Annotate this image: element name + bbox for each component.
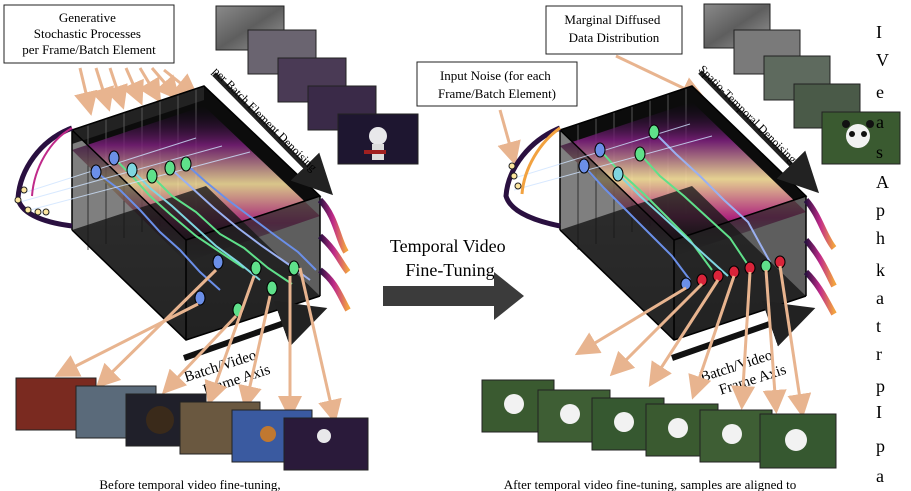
- middle-transition: Temporal Video Fine-Tuning: [383, 236, 524, 320]
- svg-text:a: a: [876, 466, 884, 486]
- right-sample-arrows: [574, 265, 812, 418]
- left-callout-label: Generative Stochastic Processes per Fram…: [22, 10, 156, 57]
- svg-text:h: h: [876, 228, 885, 248]
- left-image-stack: [215, 5, 419, 165]
- left-sample-arrows: [54, 267, 342, 424]
- left-sample-frames: [15, 377, 369, 471]
- left-callout: Generative Stochastic Processes per Fram…: [3, 4, 175, 64]
- right-noise-callout: Input Noise (for each Frame/Batch Elemen…: [416, 61, 578, 166]
- astronaut-helmet-icon: [369, 127, 387, 145]
- right-cube: Spatio-Temporal Denoising Batch/Video Fr…: [503, 62, 837, 399]
- right-output-distributions: [803, 198, 837, 316]
- svg-text:k: k: [876, 260, 885, 280]
- right-diagram: Marginal Diffused Data Distribution Inpu…: [416, 3, 901, 491]
- right-sample-frames: [481, 379, 837, 469]
- svg-text:I: I: [876, 22, 882, 42]
- svg-text:I: I: [876, 402, 882, 422]
- svg-text:V: V: [876, 50, 889, 70]
- right-noise-callout-label: Input Noise (for each Frame/Batch Elemen…: [438, 68, 556, 101]
- svg-text:A: A: [876, 172, 889, 192]
- svg-text:a: a: [876, 112, 884, 132]
- right-image-stack: [703, 3, 901, 165]
- right-caption: After temporal video fine-tuning, sample…: [504, 477, 796, 491]
- svg-text:p: p: [876, 436, 885, 456]
- left-cube: per Batch Element Denoising Batch/Video …: [14, 64, 351, 399]
- svg-text:t: t: [876, 316, 881, 336]
- svg-text:s: s: [876, 142, 883, 162]
- left-callout-arrows: [74, 67, 199, 116]
- left-caption: Before temporal video fine-tuning,: [99, 477, 280, 491]
- right-top-callout-label: Marginal Diffused Data Distribution: [564, 12, 663, 45]
- svg-text:e: e: [876, 82, 884, 102]
- cutoff-text-column: I V e a s A p h k a t r p I p a: [876, 22, 889, 486]
- svg-text:p: p: [876, 376, 885, 396]
- svg-text:a: a: [876, 288, 884, 308]
- svg-text:p: p: [876, 200, 885, 220]
- right-top-callout: Marginal Diffused Data Distribution: [545, 5, 706, 100]
- left-output-distributions: [317, 197, 351, 312]
- svg-text:r: r: [876, 344, 882, 364]
- fine-tuning-arrow: [383, 272, 524, 320]
- astronaut-frame-icon: [283, 417, 369, 471]
- middle-arrow-label: Temporal Video Fine-Tuning: [390, 236, 510, 280]
- left-diagram: Generative Stochastic Processes per Fram…: [3, 4, 419, 491]
